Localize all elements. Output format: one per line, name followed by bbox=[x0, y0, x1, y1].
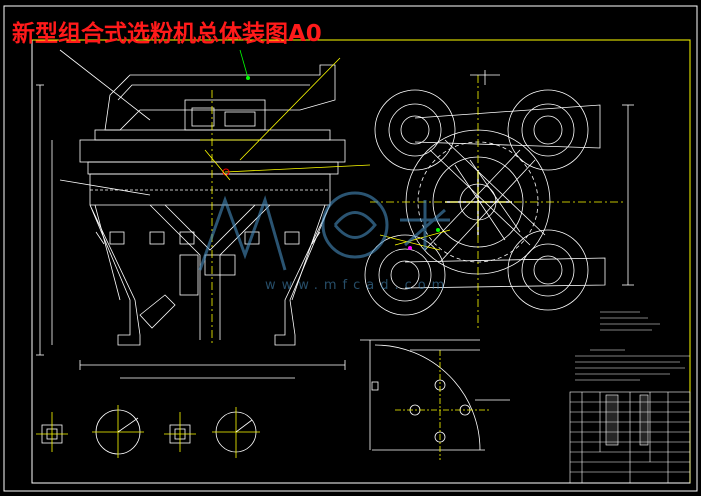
front-elevation-view bbox=[36, 49, 371, 379]
watermark-text: www.mfcad.com bbox=[265, 278, 451, 293]
front-view-accents bbox=[200, 76, 260, 181]
plan-view bbox=[364, 70, 634, 330]
drawing-title: 新型组合式选粉机总体装图A0 bbox=[12, 21, 322, 47]
title-block bbox=[569, 391, 691, 484]
technical-notes bbox=[575, 311, 690, 381]
base-plan-view bbox=[360, 339, 510, 460]
section-details bbox=[36, 405, 260, 458]
watermark-logo bbox=[198, 191, 450, 271]
